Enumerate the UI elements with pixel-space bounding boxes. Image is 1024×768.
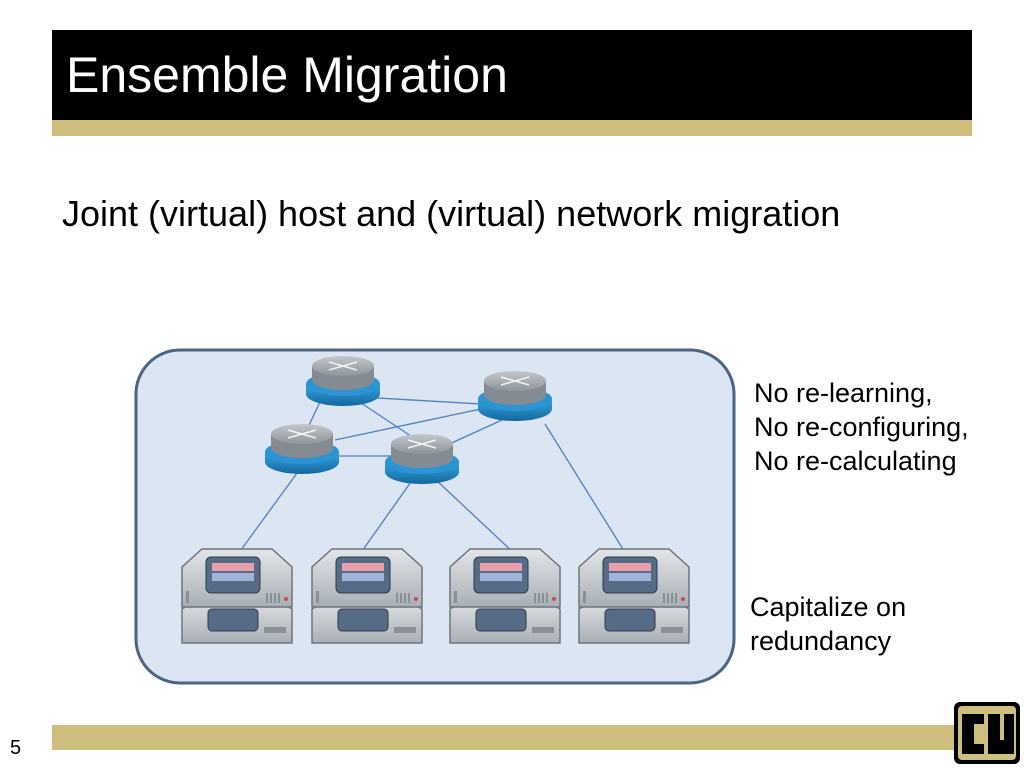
router-icon: [265, 424, 339, 474]
note-line: Capitalize on: [750, 592, 907, 622]
note-line: redundancy: [750, 626, 892, 656]
cu-logo-icon: [954, 702, 1020, 764]
link-r4-s2: [359, 478, 414, 555]
slide-number: 5: [10, 737, 22, 759]
link-r2-s4: [544, 423, 627, 555]
router-icon: [306, 356, 380, 406]
link-r2-r3: [334, 405, 496, 441]
server-icon: [449, 548, 561, 644]
router-icon: [385, 434, 459, 484]
server-icon: [578, 548, 690, 644]
slide-subtitle: Joint (virtual) host and (virtual) netwo…: [62, 193, 841, 234]
no-relearning-note: No re-learning, No re-configuring, No re…: [754, 376, 969, 478]
title-bar: Ensemble Migration: [52, 30, 972, 120]
note-line: No re-calculating: [754, 446, 957, 476]
server-icon: [181, 548, 293, 644]
link-r4-s3: [434, 478, 516, 555]
note-line: No re-learning,: [754, 378, 933, 408]
slide-title: Ensemble Migration: [66, 47, 508, 103]
link-r3-s1: [237, 468, 301, 555]
network-diagram: [134, 348, 736, 685]
footer-bar: [52, 725, 957, 750]
server-icon: [311, 548, 423, 644]
router-icon: [478, 371, 552, 421]
redundancy-note: Capitalize on redundancy: [750, 590, 906, 658]
note-line: No re-configuring,: [754, 412, 969, 442]
link-r2-r4: [444, 419, 503, 447]
title-underline: [52, 120, 972, 136]
